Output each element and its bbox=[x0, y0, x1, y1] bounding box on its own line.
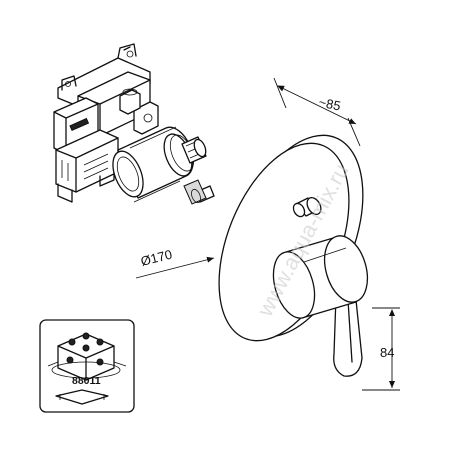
dimension-depth: ~85 bbox=[273, 77, 361, 147]
part-code-label: 88011 bbox=[72, 375, 101, 387]
dimension-depth-label: ~85 bbox=[317, 94, 342, 113]
diverter-knob bbox=[292, 196, 322, 218]
inset-box: 88011 bbox=[39, 319, 135, 413]
lever-handle bbox=[333, 295, 363, 377]
mounting-block bbox=[47, 332, 127, 381]
handle-cylinder bbox=[272, 235, 369, 319]
dimension-diameter-label: Ø170 bbox=[139, 247, 173, 269]
dimension-height: 84 bbox=[362, 307, 400, 391]
dimension-height-label: 84 bbox=[380, 345, 394, 360]
dimension-diameter: Ø170 bbox=[135, 247, 215, 279]
concealed-valve-body bbox=[53, 43, 215, 205]
escutcheon-assembly bbox=[218, 134, 369, 377]
inset-base bbox=[55, 389, 109, 405]
